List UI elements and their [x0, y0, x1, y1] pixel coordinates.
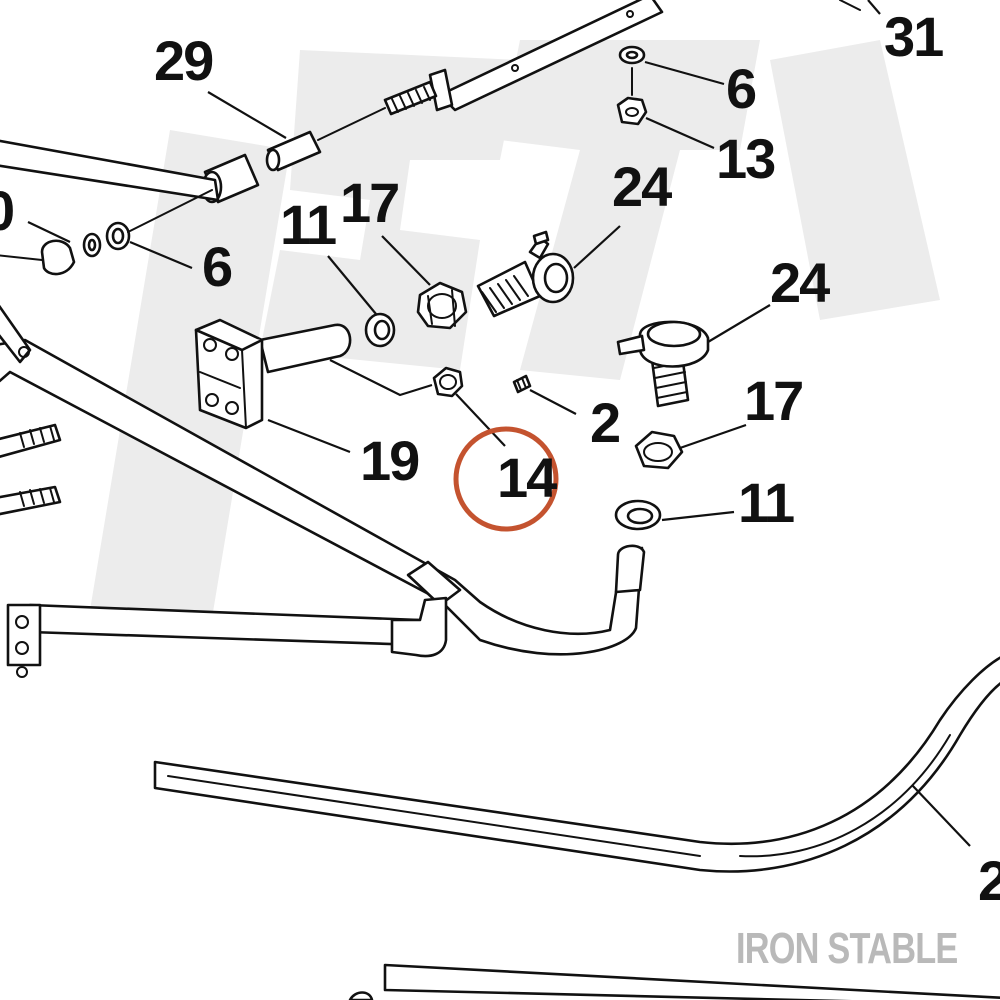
part-11-lock-washer-a	[364, 312, 396, 348]
main-frame-rail	[0, 304, 646, 656]
callout-11-upper: 11	[280, 193, 336, 256]
part-11-lock-washer-b	[614, 499, 662, 531]
callout-29: 29	[154, 29, 213, 92]
washer-and-nut-top	[616, 45, 648, 126]
callout-6-left: 6	[202, 235, 232, 298]
highlight-circle	[453, 426, 559, 532]
callout-6-top: 6	[726, 57, 756, 120]
part-14-nut	[432, 366, 464, 398]
callout-19: 19	[360, 429, 419, 492]
long-handle-bar	[153, 656, 1000, 1000]
left-hardware-stack	[0, 189, 213, 276]
part-17-hex-nut-b	[634, 430, 684, 470]
brand-watermark: IRON STABLE	[736, 924, 958, 973]
part-24-rod-end-a	[476, 230, 575, 318]
part-19-pivot-bracket	[194, 318, 352, 430]
callout-2: 2	[590, 391, 619, 454]
callout-17-lower: 17	[744, 369, 802, 432]
callout-31: 31	[884, 5, 943, 68]
callout-2-handle: 2	[978, 849, 1000, 912]
part-31-linkage-bar	[428, 0, 861, 112]
part-17-hex-nut-a	[416, 281, 468, 330]
callout-17-upper: 17	[340, 171, 398, 234]
callout-13: 13	[716, 127, 775, 190]
lower-rail-elbow	[6, 596, 448, 678]
part-2-set-screw	[512, 374, 532, 394]
callout-24-lower: 24	[770, 251, 830, 314]
callout-0: 0	[0, 179, 13, 242]
callout-labels: 29 31 6 13 0 6 11 17 24 24 19 14 2 17 11…	[0, 5, 1000, 912]
callout-11-lower: 11	[738, 471, 794, 534]
upper-lever-arm	[0, 139, 220, 202]
part-24-rod-end-b	[616, 320, 710, 408]
callout-14: 14	[497, 446, 557, 509]
callout-24-upper: 24	[612, 155, 672, 218]
leader-lines	[27, 0, 971, 847]
